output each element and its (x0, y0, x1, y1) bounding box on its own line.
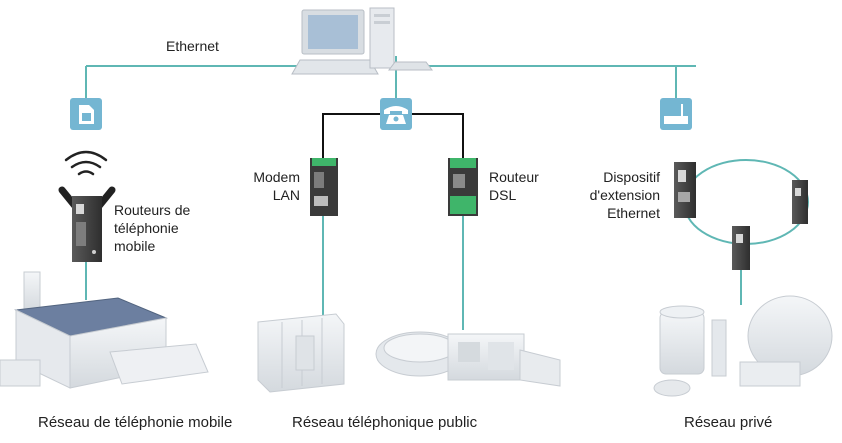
phone-line-modem (322, 113, 381, 160)
phone-line-dsl (411, 113, 464, 160)
mobile-router-label: Routeurs de téléphonie mobile (114, 202, 191, 254)
computer-icon (291, 7, 433, 75)
ethernet-label: Ethernet (166, 38, 219, 54)
mobile-router-device (58, 186, 116, 262)
telephone-lines (322, 113, 464, 160)
ethernet-extender-ring-right (792, 180, 808, 224)
cabinet-building (257, 313, 345, 393)
factory-building (0, 271, 209, 389)
ethernet-extender-ring-bottom (732, 226, 750, 270)
dsl-router-label: Routeur DSL (489, 169, 539, 203)
router-icon (660, 98, 692, 130)
ethernet-extender-device (674, 162, 696, 218)
telephone-icon (380, 98, 412, 130)
modem-lan-device (310, 158, 338, 216)
dsl-router-device (448, 158, 478, 216)
sim-card-icon (70, 98, 102, 130)
ethernet-extender-label: Dispositif d'extension Ethernet (589, 169, 660, 221)
bottling-machine (375, 331, 561, 387)
modem-lan-label: Modem LAN (253, 169, 300, 203)
wireless-signal-icon (64, 150, 108, 176)
ethernet-lines (85, 56, 809, 330)
caption-mobile-network: Réseau de téléphonie mobile (38, 414, 233, 431)
caption-public-network: Réseau téléphonique public (292, 414, 478, 431)
caption-private-network: Réseau privé (684, 414, 773, 431)
chemical-plant (653, 295, 833, 397)
